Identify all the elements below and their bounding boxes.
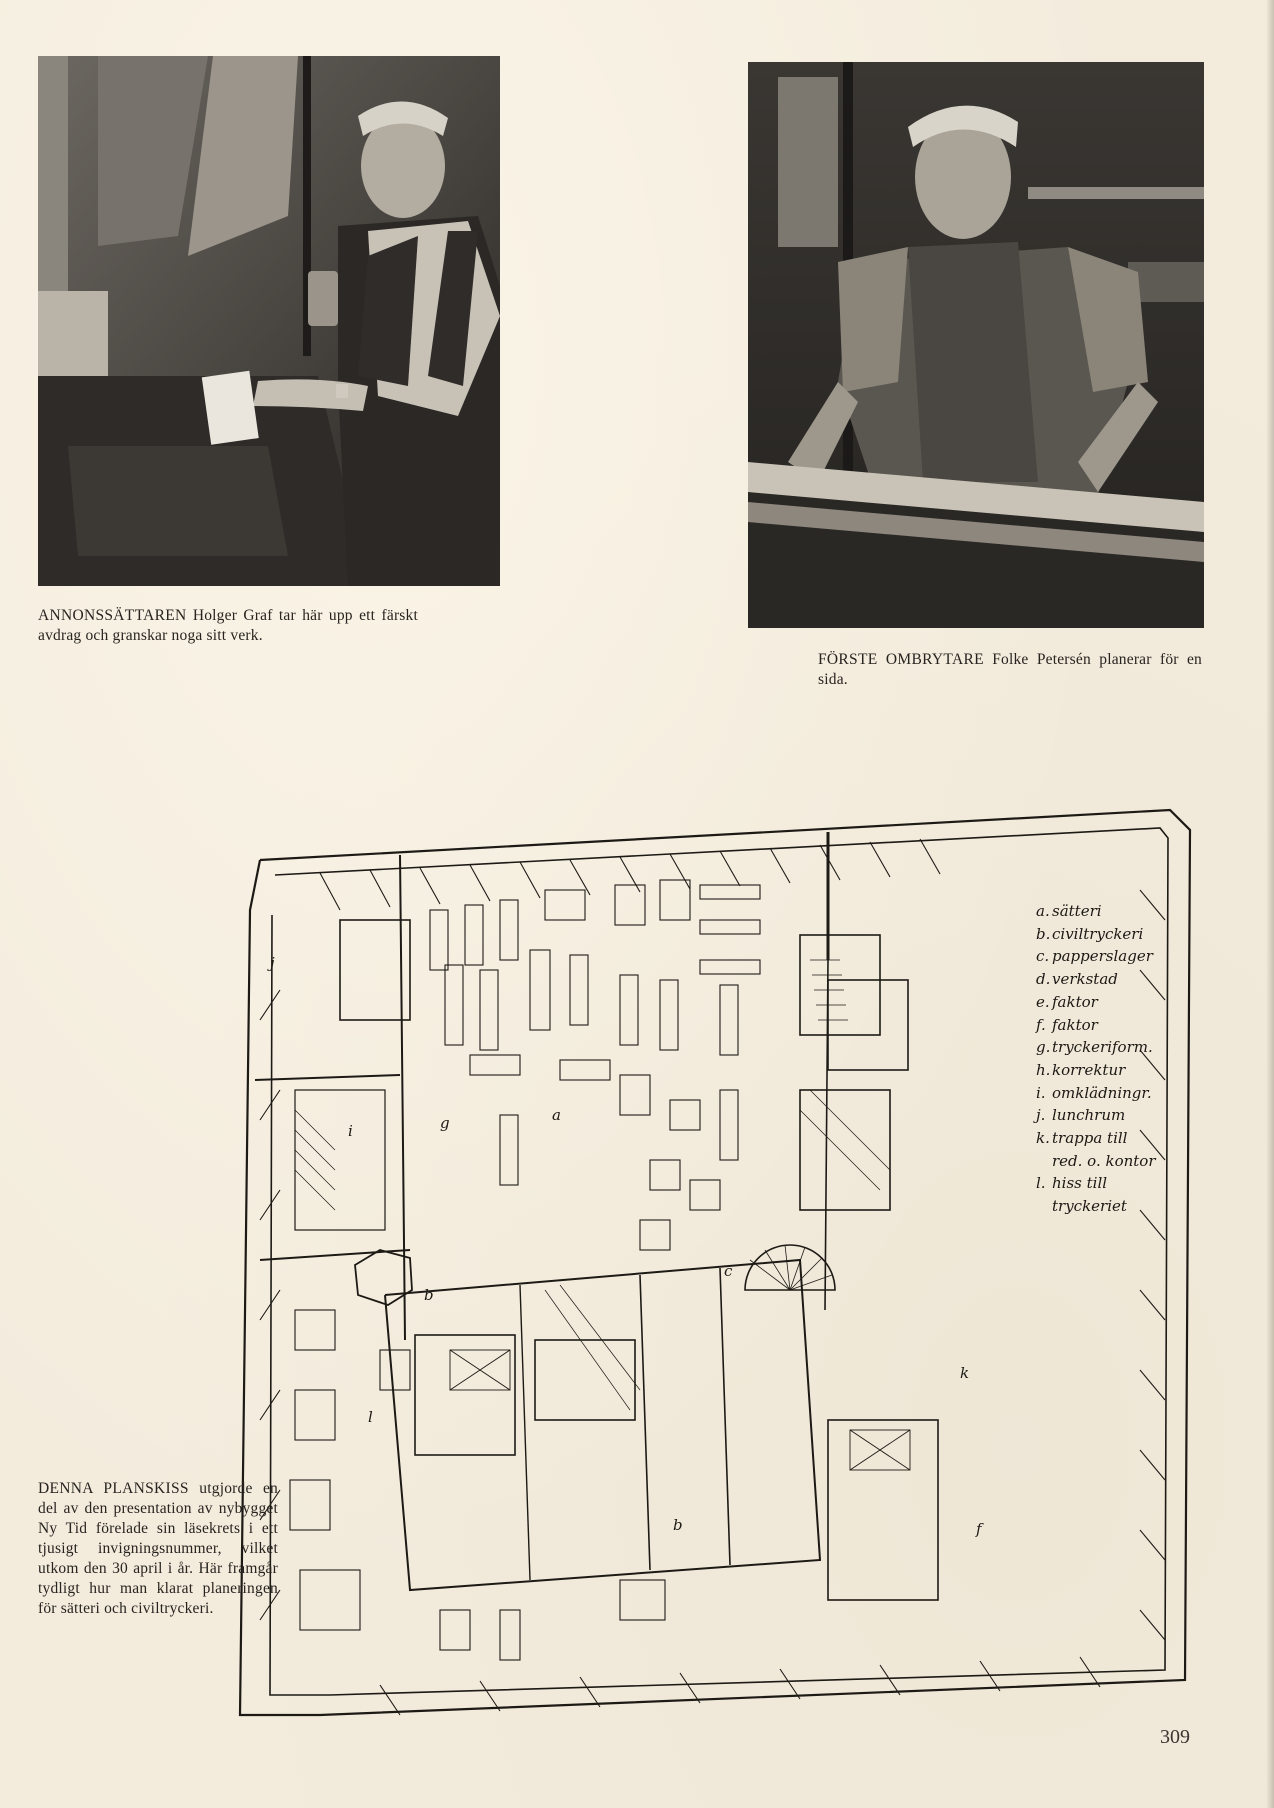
plan-label-k: k xyxy=(960,1364,970,1382)
caption-text: utgjorde en del av den presentation av n… xyxy=(38,1480,279,1617)
legend-item-l: l.hiss till xyxy=(1036,1174,1108,1193)
legend-item-c: c.papperslager xyxy=(1036,947,1153,966)
legend-item-b: b.civiltryckeri xyxy=(1036,924,1144,943)
plan-label-b: b xyxy=(424,1286,434,1304)
legend-item-k-continuation: red. o. kontor xyxy=(1052,1151,1156,1170)
caption-floor-plan: DENNA PLANSKISS utgjorde en del av den p… xyxy=(38,1479,278,1619)
legend-item-k: k.trappa till xyxy=(1036,1129,1128,1148)
photo-compositor-image xyxy=(748,62,1204,628)
caption-lead: FÖRSTE OMBRYTARE xyxy=(818,651,984,668)
plan-label-j: j xyxy=(270,954,275,972)
photo-typesetter-image xyxy=(38,56,500,586)
legend-item-i: i.omklädningr. xyxy=(1036,1083,1152,1102)
caption-compositor: FÖRSTE OMBRYTARE Folke Petersén planerar… xyxy=(818,650,1202,690)
legend-item-l-continuation: tryckeriet xyxy=(1052,1197,1127,1216)
photo-typesetter xyxy=(38,56,500,586)
legend-item-a: a.sätteri xyxy=(1036,902,1102,920)
plan-label-a: a xyxy=(552,1106,561,1124)
caption-lead: DENNA PLANSKISS xyxy=(38,1480,189,1497)
legend-item-h: h.korrektur xyxy=(1036,1060,1126,1079)
photo-compositor xyxy=(748,62,1204,628)
page-edge-shadow xyxy=(1266,0,1274,1808)
caption-typesetter: ANNONSSÄTTAREN Holger Graf tar här upp e… xyxy=(38,606,418,646)
plan-label-c: c xyxy=(724,1262,733,1280)
plan-label-i: i xyxy=(348,1122,353,1140)
caption-text: Folke Petersén planerar för en sida. xyxy=(818,651,1202,688)
floor-plan-legend: a.sätteri b.civiltryckeri c.papperslager… xyxy=(1036,900,1186,1218)
floor-plan-drawing xyxy=(238,808,1192,1717)
legend-item-d: d.verkstad xyxy=(1036,970,1118,989)
plan-label-f: f xyxy=(976,1520,982,1538)
floor-plan-sketch xyxy=(200,790,1200,1720)
caption-lead: ANNONSSÄTTAREN xyxy=(38,607,187,624)
plan-label-l: l xyxy=(368,1408,373,1426)
legend-item-f: f.faktor xyxy=(1036,1015,1098,1034)
legend-item-e: e.faktor xyxy=(1036,992,1098,1011)
legend-item-j: j.lunchrum xyxy=(1036,1106,1126,1125)
caption-text: Holger Graf tar här upp ett färskt avdra… xyxy=(38,607,418,644)
legend-item-g: g.tryckeriform. xyxy=(1036,1038,1153,1057)
plan-label-b-lower: b xyxy=(673,1516,683,1534)
page-number: 309 xyxy=(1160,1726,1190,1748)
plan-label-g: g xyxy=(440,1114,450,1132)
